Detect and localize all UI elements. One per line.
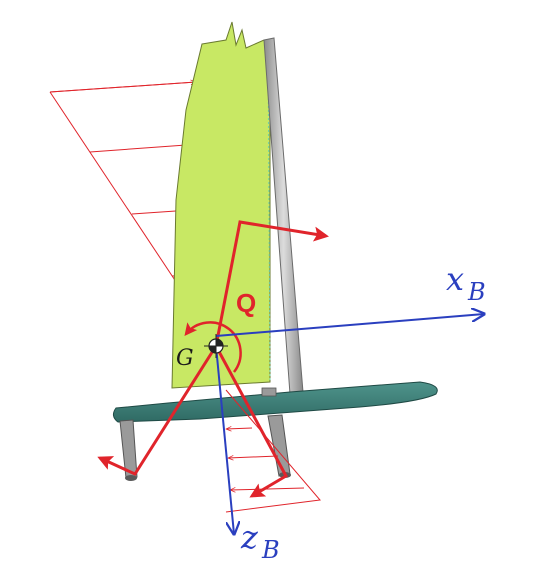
center-of-gravity-marker	[204, 334, 228, 358]
z-axis-label-sub: B	[261, 536, 280, 564]
force-vectors	[97, 220, 329, 498]
moment-arc	[184, 321, 242, 373]
z-axis-label: z B	[240, 518, 280, 564]
body-axes	[215, 314, 484, 534]
x-axis-label-main: x	[446, 260, 464, 298]
x-axis-label-sub: B	[467, 278, 486, 306]
z-axis-label-main: z	[240, 518, 259, 556]
center-of-gravity-label: G	[176, 346, 194, 371]
hull	[112, 381, 438, 423]
moment-label: Q	[236, 288, 256, 318]
foil-load-distribution	[226, 389, 321, 513]
x-axis-label: x B	[446, 260, 486, 306]
struts	[119, 414, 291, 481]
